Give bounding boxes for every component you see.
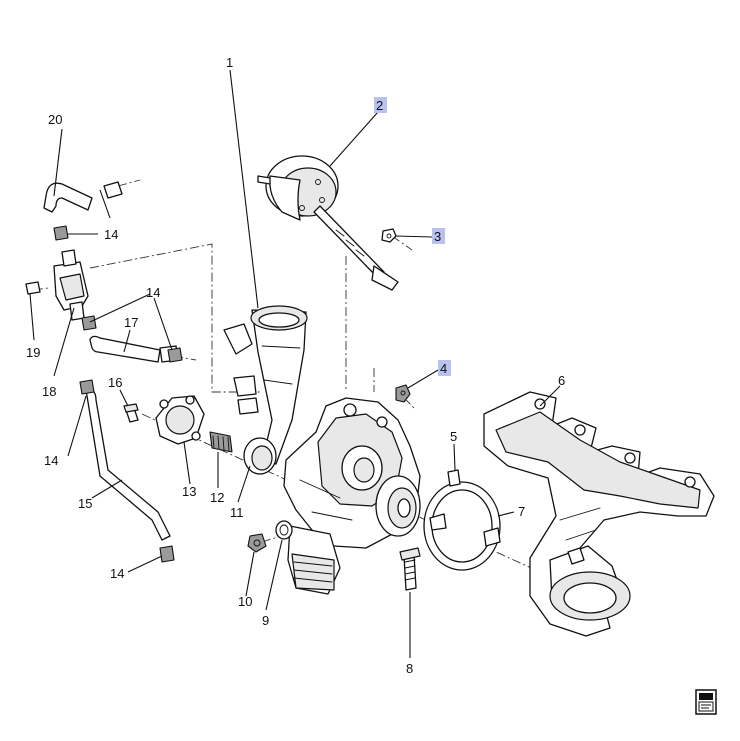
callout-17: 17	[124, 315, 138, 330]
turbocharger	[223, 305, 421, 595]
clamps-part-14	[53, 225, 183, 563]
callout-18: 18	[42, 384, 56, 399]
callout-3-highlight	[432, 228, 445, 244]
callout-labels: 1 2 3 4 5 6 7 8 9 10 11 12 13 14 14 14 1…	[26, 55, 565, 676]
solenoid-part-18	[53, 249, 89, 321]
callout-8: 8	[406, 661, 413, 676]
gasket-part-7	[423, 481, 501, 571]
seal-part-11	[243, 437, 277, 475]
bolt-part-19	[25, 281, 41, 295]
callout-13: 13	[182, 484, 196, 499]
callout-14-left: 14	[44, 453, 58, 468]
callout-4: 4	[440, 361, 447, 376]
callout-9: 9	[262, 613, 269, 628]
callout-1: 1	[226, 55, 233, 70]
washer-part-9	[275, 520, 293, 540]
callout-10: 10	[238, 594, 252, 609]
callout-5: 5	[450, 429, 457, 444]
callout-4-highlight	[438, 360, 451, 376]
callout-3: 3	[434, 229, 441, 244]
spring-part-12	[209, 431, 233, 453]
wastegate-actuator	[257, 155, 399, 291]
callout-16: 16	[108, 375, 122, 390]
plug-part-10	[247, 533, 267, 553]
bypass-valve-part-13	[155, 395, 205, 445]
callout-15: 15	[78, 496, 92, 511]
callout-2-highlight	[374, 97, 387, 113]
stud-part-5	[447, 469, 461, 487]
callout-7: 7	[518, 504, 525, 519]
hose-part-20	[43, 181, 123, 213]
callout-19: 19	[26, 345, 40, 360]
callout-14-bottom: 14	[110, 566, 124, 581]
callout-14-right: 14	[146, 285, 160, 300]
callout-20: 20	[48, 112, 62, 127]
exhaust-manifold	[483, 391, 715, 637]
leader-lines	[29, 69, 561, 658]
callout-11: 11	[230, 505, 244, 520]
callout-14-top: 14	[104, 227, 118, 242]
hose-part-17	[89, 335, 179, 363]
bolt-part-8	[399, 547, 421, 591]
nut-part-4	[395, 384, 411, 403]
callout-6: 6	[558, 373, 565, 388]
callout-2: 2	[376, 98, 383, 113]
document-book-icon	[695, 689, 717, 715]
bolt-part-16	[123, 403, 139, 423]
callout-12: 12	[210, 490, 224, 505]
nut-part-3	[381, 228, 397, 243]
